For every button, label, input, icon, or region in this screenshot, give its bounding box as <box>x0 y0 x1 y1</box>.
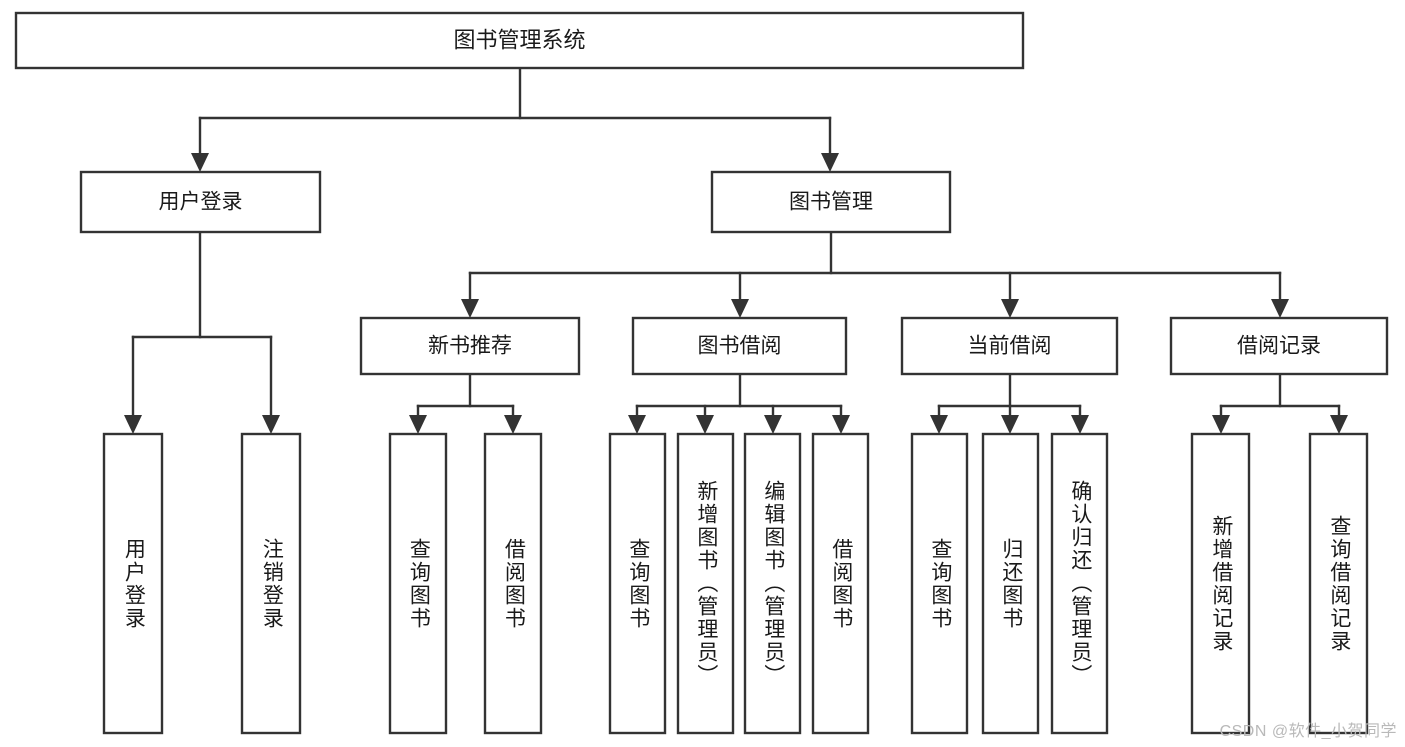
arrow-head-icon <box>832 415 850 434</box>
leaf-node-7-box[interactable] <box>743 432 802 735</box>
leaf-node-9-box[interactable] <box>910 432 969 735</box>
arrow-head-icon <box>1071 415 1089 434</box>
level3-node-4-box[interactable] <box>1169 316 1389 376</box>
level3-node-1-box[interactable] <box>359 316 581 376</box>
leaf-node-12-box[interactable] <box>1190 432 1251 735</box>
level3-node-3-box[interactable] <box>900 316 1119 376</box>
watermark-text: CSDN @软件_小贺同学 <box>1219 723 1397 740</box>
leaf-node-4-box[interactable] <box>483 432 543 735</box>
arrow-head-icon <box>731 299 749 318</box>
level3-node-2-box[interactable] <box>631 316 848 376</box>
level2-node-2-label: 图书管理 <box>789 191 873 214</box>
leaf-node-2-box[interactable] <box>240 432 302 735</box>
arrow-head-icon <box>1001 299 1019 318</box>
arrow-head-icon <box>262 415 280 434</box>
level3-node-4-label: 借阅记录 <box>1237 335 1321 358</box>
arrow-head-icon <box>821 153 839 172</box>
arrow-head-icon <box>930 415 948 434</box>
leaf-node-3-box[interactable] <box>388 432 448 735</box>
arrow-head-icon <box>504 415 522 434</box>
arrow-head-icon <box>1330 415 1348 434</box>
level2-node-2-box[interactable] <box>710 170 952 234</box>
arrow-head-icon <box>764 415 782 434</box>
arrow-head-icon <box>124 415 142 434</box>
level3-node-1-label: 新书推荐 <box>428 335 512 358</box>
arrow-head-icon <box>1271 299 1289 318</box>
level2-node-1-box[interactable] <box>79 170 322 234</box>
leaf-node-5-box[interactable] <box>608 432 667 735</box>
leaf-node-13-box[interactable] <box>1308 432 1369 735</box>
arrow-head-icon <box>409 415 427 434</box>
arrow-head-icon <box>628 415 646 434</box>
leaf-node-10-box[interactable] <box>981 432 1040 735</box>
arrow-head-icon <box>696 415 714 434</box>
leaf-node-11-box[interactable] <box>1050 432 1109 735</box>
root-node-label: 图书管理系统 <box>453 27 585 52</box>
arrow-head-icon <box>191 153 209 172</box>
leaf-node-1-box[interactable] <box>102 432 164 735</box>
arrow-head-icon <box>461 299 479 318</box>
level3-node-2-label: 图书借阅 <box>698 335 782 358</box>
root-node-box[interactable] <box>14 11 1025 70</box>
leaf-node-6-box[interactable] <box>676 432 735 735</box>
connector-edges-layer <box>124 66 1348 434</box>
arrow-head-icon <box>1001 415 1019 434</box>
arrow-head-icon <box>1212 415 1230 434</box>
level3-node-3-label: 当前借阅 <box>968 335 1052 358</box>
node-boxes-layer <box>14 11 1389 735</box>
level2-node-1-label: 用户登录 <box>159 191 243 214</box>
leaf-node-8-box[interactable] <box>811 432 870 735</box>
